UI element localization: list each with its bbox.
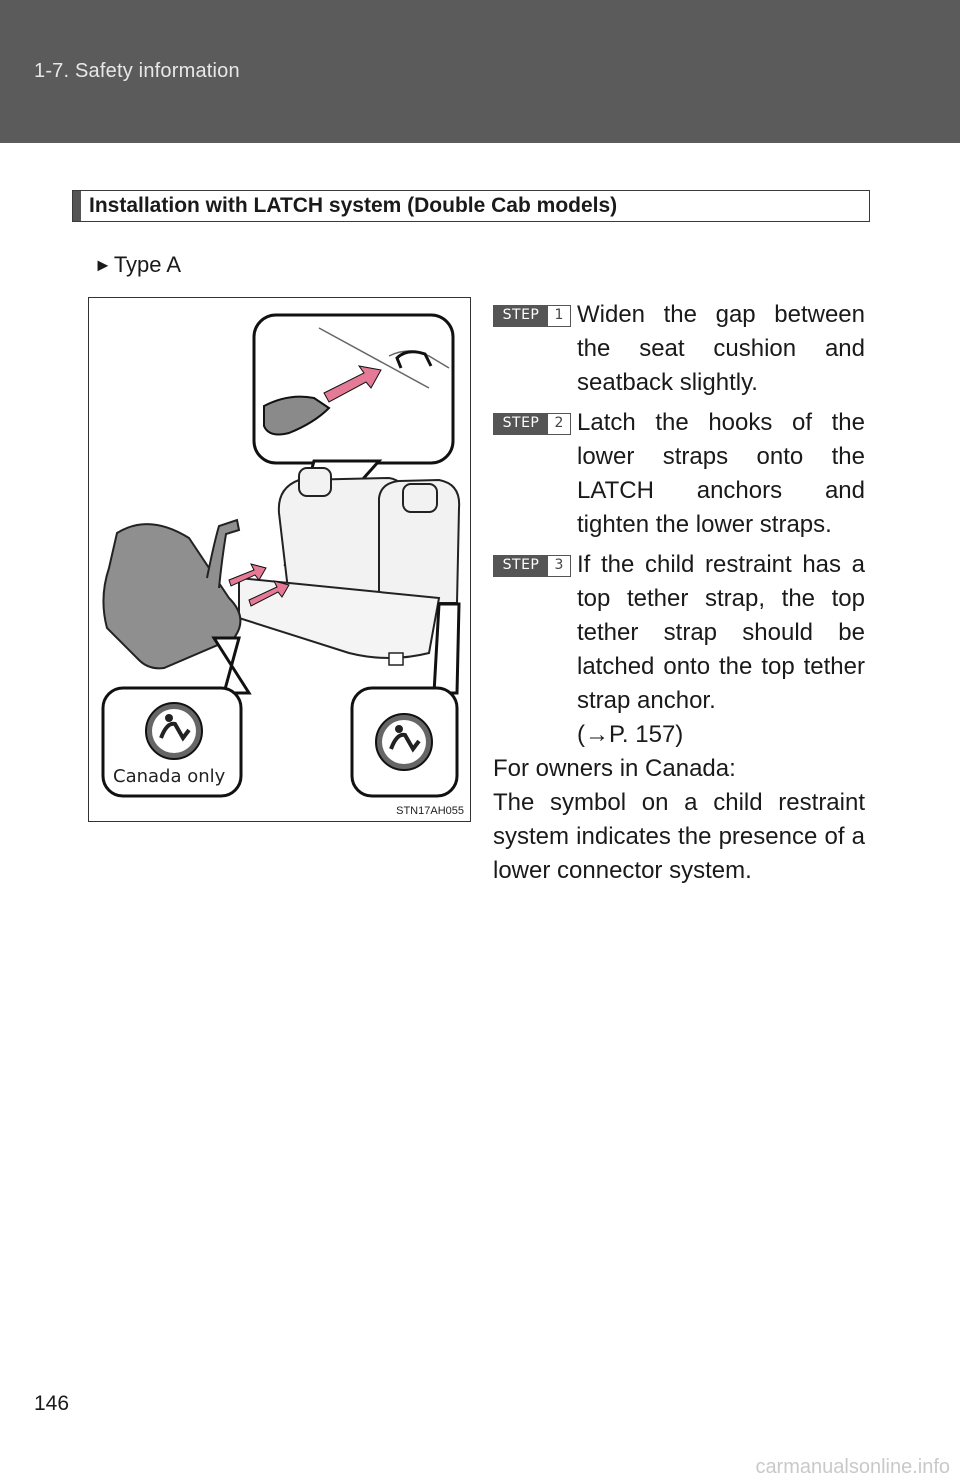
page-header: 1-7. Safety information (0, 0, 960, 143)
step-badge: STEP 1 (493, 305, 571, 327)
step-badge: STEP 3 (493, 555, 571, 577)
latch-anchor-bar (395, 350, 433, 369)
figure-code: STN17AH055 (396, 805, 464, 817)
seat-back-right (378, 478, 461, 604)
note-body: The symbol on a child restraint system i… (493, 789, 865, 884)
headrest (298, 467, 332, 497)
type-label: ► Type A (94, 252, 181, 278)
page-reference-link[interactable]: (→P. 157) (577, 721, 684, 748)
step-item: STEP 3 If the child restraint has a top … (493, 548, 865, 718)
canada-only-label: Canada only (113, 766, 226, 787)
step-item: STEP 1 Widen the gap between the seat cu… (493, 298, 865, 400)
headrest (402, 483, 438, 513)
child-seat (102, 523, 242, 670)
page-number: 146 (34, 1392, 70, 1415)
heading-bar (73, 191, 81, 221)
watermark: carmanualsonline.info (755, 1456, 950, 1478)
chapter-title: 1-7. Safety information (34, 60, 240, 82)
step-text: Widen the gap between the seat cushion a… (577, 301, 865, 396)
step-text: If the child restraint has a top tether … (577, 551, 865, 714)
type-label-text: Type A (113, 252, 182, 277)
callout-pointer (432, 602, 461, 695)
triangle-bullet-icon: ► (94, 254, 112, 275)
step-text: Latch the hooks of the lower straps onto… (577, 409, 865, 538)
section-heading-text: Installation with LATCH system (Double C… (89, 194, 618, 217)
arrow-icon (248, 580, 290, 607)
callout-pointer (211, 636, 252, 695)
steps-list: STEP 1 Widen the gap between the seat cu… (493, 298, 865, 752)
step-badge: STEP 2 (493, 413, 571, 435)
canada-note: For owners in Canada: The symbol on a ch… (493, 752, 865, 888)
child-seat-illustration: Canada only STN17AH055 (88, 297, 471, 822)
latch-installation-drawing (101, 313, 461, 798)
section-heading: Installation with LATCH system (Double C… (72, 190, 870, 222)
arrow-icon (323, 365, 382, 403)
latch-hook (263, 395, 331, 436)
arrow-icon (228, 563, 267, 587)
note-heading: For owners in Canada: (493, 755, 736, 782)
top-tether-strap (206, 518, 241, 589)
step-item: STEP 2 Latch the hooks of the lower stra… (493, 406, 865, 542)
